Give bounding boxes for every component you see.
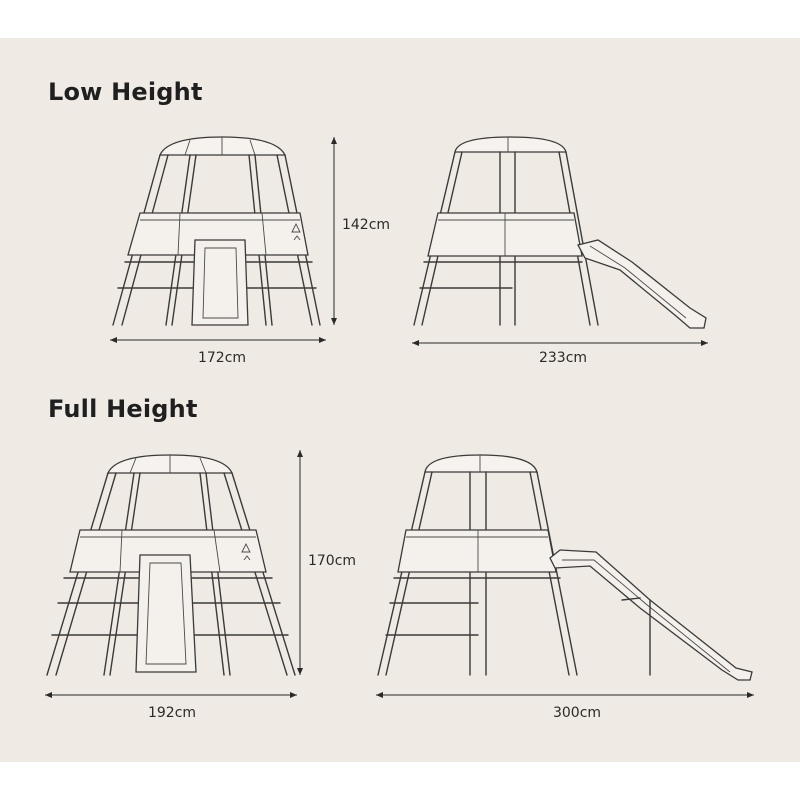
low-side-width-label: 233cm (538, 350, 588, 366)
low-front-width-label: 172cm (197, 350, 247, 366)
diagram-panel (0, 38, 800, 762)
full-front-width-dimension (45, 692, 297, 698)
low-height-dimension (331, 137, 337, 325)
full-height-dimension (297, 450, 303, 675)
full-side-width-dimension (376, 692, 754, 698)
low-side-width-dimension (412, 340, 708, 346)
heading-full-height: Full Height (48, 395, 198, 423)
full-front-width-label: 192cm (147, 705, 197, 721)
full-height-label: 170cm (307, 553, 357, 569)
low-front-climbing-frame (112, 136, 321, 326)
full-side-climbing-frame (377, 454, 753, 681)
low-front-width-dimension (110, 337, 326, 343)
low-height-label: 142cm (341, 217, 391, 233)
full-side-width-label: 300cm (552, 705, 602, 721)
heading-low-height: Low Height (48, 78, 203, 106)
full-front-climbing-frame (46, 454, 296, 676)
low-side-climbing-frame (413, 136, 707, 329)
